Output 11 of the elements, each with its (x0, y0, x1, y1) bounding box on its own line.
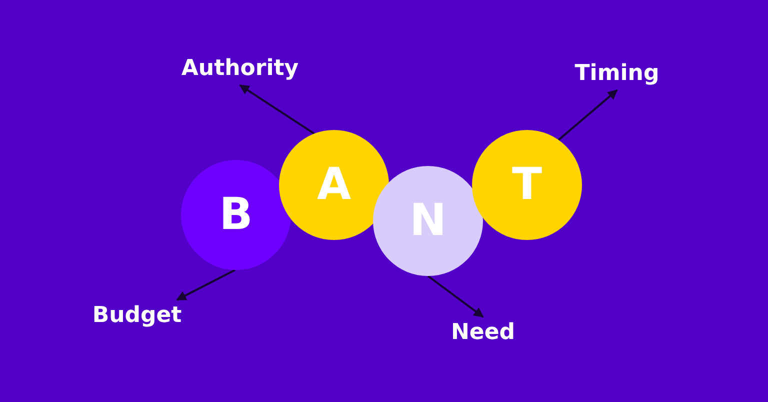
category-label: Authority (181, 56, 299, 82)
circle-letter: T (512, 163, 542, 207)
category-label: Timing (574, 60, 660, 88)
circle-letter: A (316, 163, 352, 207)
circle-letter: B (219, 193, 253, 237)
arrow (427, 275, 484, 318)
category-label: Budget (92, 302, 182, 330)
arrow (176, 269, 236, 301)
category-label: Need (451, 320, 515, 346)
arrow (558, 89, 618, 141)
arrow (239, 84, 315, 134)
